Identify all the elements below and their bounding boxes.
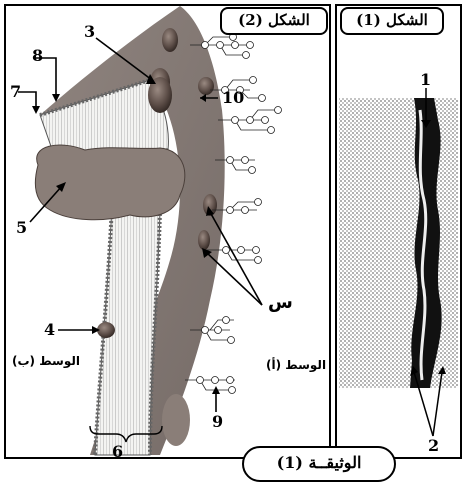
membrane-model bbox=[35, 6, 281, 455]
label-8: 8 bbox=[32, 48, 43, 64]
label-7: 7 bbox=[10, 84, 21, 100]
label-10: 10 bbox=[222, 90, 244, 106]
label-6: 6 bbox=[112, 444, 123, 460]
label-4: 4 bbox=[44, 322, 55, 338]
medium-a-label: الوسط (أ) bbox=[266, 358, 326, 372]
label-2: 2 bbox=[428, 438, 439, 454]
label-9: 9 bbox=[212, 414, 223, 430]
label-s: س bbox=[268, 292, 293, 313]
medium-b-label: الوسط (ب) bbox=[12, 354, 80, 368]
figure-2-title: الشكل (2) bbox=[220, 7, 328, 35]
document-caption: الوثيقــة (1) bbox=[242, 446, 396, 482]
label-5: 5 bbox=[16, 220, 27, 236]
label-3: 3 bbox=[84, 24, 95, 40]
label-1: 1 bbox=[420, 72, 431, 88]
figure-1-micrograph bbox=[339, 88, 458, 436]
figure-1-title: الشكل (1) bbox=[340, 7, 444, 35]
